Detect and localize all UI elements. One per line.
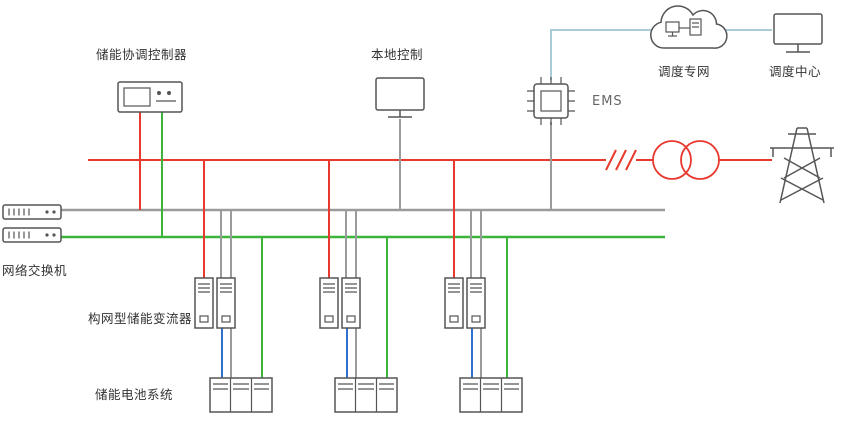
power-line-break-slashes — [605, 149, 637, 171]
local-control-monitor-icon — [375, 77, 425, 118]
label-coordination-controller: 储能协调控制器 — [96, 47, 188, 62]
label-network-switch: 网络交换机 — [2, 263, 68, 278]
converter-cabinets-group-3 — [444, 277, 486, 329]
pcs-group-3-lines — [453, 160, 508, 378]
transformer-icon — [652, 140, 720, 180]
battery-rack-group-2 — [334, 377, 398, 413]
dispatch-center-monitor-icon — [773, 13, 823, 53]
converter-cabinets-group-2 — [319, 277, 361, 329]
label-dispatch-network: 调度专网 — [658, 64, 711, 79]
battery-rack-group-3 — [459, 377, 523, 413]
network-switch-icon — [2, 204, 62, 243]
pcs-group-1-lines — [203, 160, 263, 378]
pcs-group-2-lines — [328, 160, 388, 378]
converter-cabinets-group-1 — [194, 277, 236, 329]
label-ems: EMS — [592, 94, 623, 109]
dispatch-network-cloud-icon — [650, 5, 728, 49]
battery-rack-group-1 — [209, 377, 273, 413]
ems-chip-icon — [527, 77, 575, 125]
label-dispatch-center: 调度中心 — [769, 64, 822, 79]
label-local-control: 本地控制 — [371, 47, 424, 62]
transmission-tower-icon — [770, 127, 834, 204]
label-battery-system: 储能电池系统 — [95, 387, 174, 402]
label-converter: 构网型储能变流器 — [88, 311, 193, 326]
coordination-controller-icon — [117, 81, 183, 113]
